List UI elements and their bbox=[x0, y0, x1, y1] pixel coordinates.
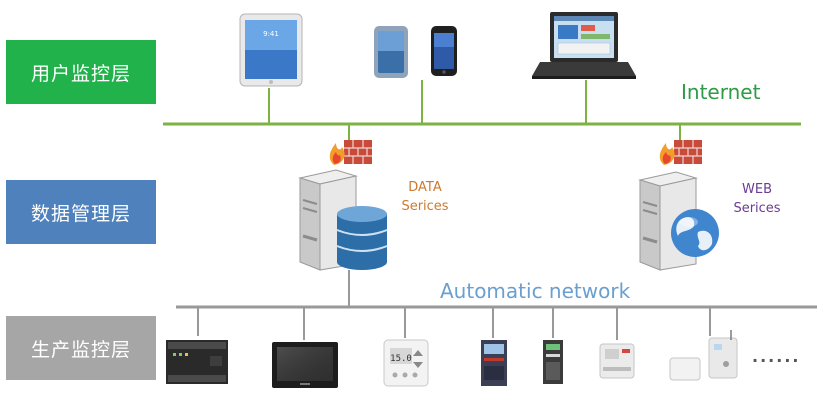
web-services-line2: Serices bbox=[733, 201, 781, 216]
layer-user-monitoring: 用户监控层 bbox=[6, 40, 156, 104]
database-icon bbox=[336, 206, 388, 270]
web-firewall-icon bbox=[659, 140, 702, 165]
laptop-icon bbox=[532, 12, 636, 79]
sensor-module-icon bbox=[669, 330, 738, 381]
tablet-clock: 9:41 bbox=[263, 30, 279, 38]
smartphones-icon bbox=[374, 26, 457, 78]
automatic-network-label: Automatic network bbox=[440, 279, 631, 303]
data-services-line1: DATA bbox=[408, 180, 442, 195]
data-services-line2: Serices bbox=[401, 199, 449, 214]
internet-label: Internet bbox=[681, 80, 761, 104]
layer-data-management: 数据管理层 bbox=[6, 180, 156, 244]
globe-icon bbox=[671, 209, 719, 257]
tablet-icon bbox=[239, 13, 303, 87]
web-services-line1: WEB bbox=[742, 182, 772, 197]
data-firewall-icon bbox=[329, 140, 372, 165]
layer-production-monitoring: 生产监控层 bbox=[6, 316, 156, 380]
web-services-label: WEB Serices bbox=[726, 180, 788, 218]
more-devices-ellipsis: ...... bbox=[752, 347, 800, 366]
hmi-panel-icon bbox=[272, 342, 338, 388]
thermostat-icon bbox=[383, 339, 429, 387]
thermostat-display: 15.0 bbox=[390, 354, 412, 364]
plc-controller-icon bbox=[166, 340, 228, 384]
inverter-icon bbox=[481, 340, 507, 386]
data-services-label: DATA Serices bbox=[394, 178, 456, 216]
servo-drive-icon bbox=[543, 340, 563, 384]
energy-meter-icon bbox=[599, 343, 635, 379]
